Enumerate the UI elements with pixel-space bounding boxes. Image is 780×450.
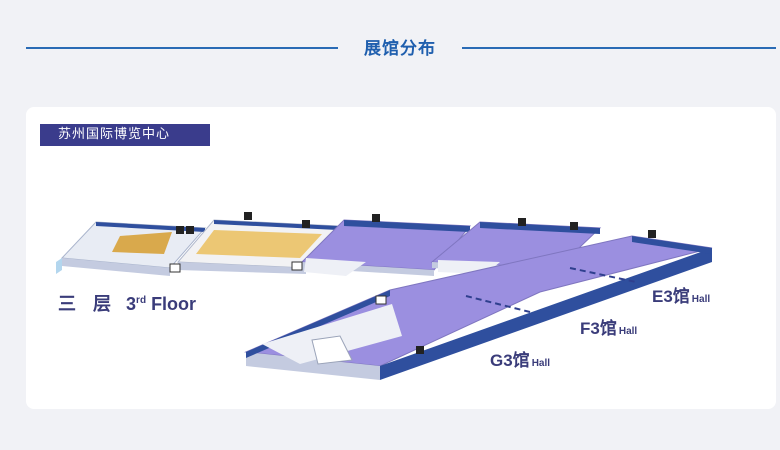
hall-name: G3馆: [490, 351, 530, 370]
escalator-icon: [375, 295, 387, 305]
restroom-icon: [570, 222, 578, 230]
header-divider-left: [26, 47, 338, 49]
floor-label: 三 层 3rd Floor: [58, 290, 196, 316]
stairs-icon: [169, 263, 181, 273]
hall-block-2: [176, 219, 339, 274]
section-header: 展馆分布: [0, 28, 780, 68]
header-divider-right: [462, 47, 776, 49]
hall-suffix: Hall: [531, 358, 551, 369]
restroom-icon: [648, 230, 656, 238]
floor-word: Floor: [151, 294, 197, 314]
section-title: 展馆分布: [364, 39, 436, 59]
restroom-icon: [176, 226, 194, 234]
restroom-icon: [416, 346, 424, 354]
elevator-icon: [291, 261, 303, 271]
hall-suffix: Hall: [691, 294, 711, 305]
floor-name-cn: 三 层: [58, 294, 118, 314]
floor-ordinal-suffix: rd: [136, 295, 147, 306]
hall-block-1: [56, 221, 207, 276]
hall-block-3: [300, 219, 472, 276]
hall-strip-efg: [244, 235, 713, 380]
hall-name: F3馆: [580, 319, 617, 338]
restroom-icon: [518, 218, 526, 226]
venue-name-tag: 苏州国际博览中心: [40, 124, 210, 146]
floor-number: 3: [126, 294, 137, 314]
restroom-icon: [372, 214, 380, 222]
restroom-icon: [302, 220, 310, 228]
hall-name: E3馆: [652, 287, 690, 306]
restroom-icon: [244, 212, 252, 220]
hall-suffix: Hall: [618, 326, 638, 337]
